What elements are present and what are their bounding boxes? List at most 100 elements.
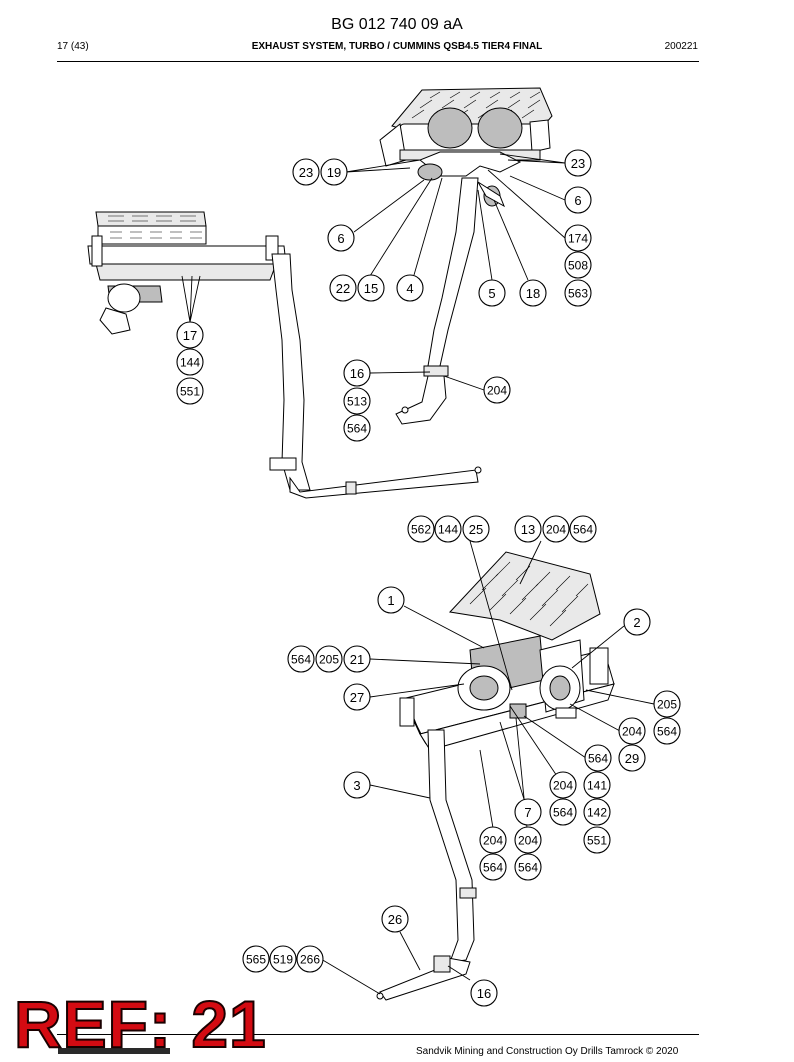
- callout-number: 26: [388, 912, 402, 927]
- callout-number: 21: [350, 652, 364, 667]
- callout-142: 142: [583, 798, 611, 826]
- callout-circle: [564, 279, 592, 307]
- callout-circle: [296, 945, 324, 973]
- callout-number: 4: [406, 281, 413, 296]
- callout-number: 266: [300, 953, 320, 967]
- callout-19: 19: [320, 158, 348, 186]
- lower-muffler-assembly: [399, 551, 615, 751]
- callout-563: 563: [564, 279, 592, 307]
- callout-circle: [549, 798, 577, 826]
- callout-1: 1: [377, 586, 405, 614]
- leader-lines: [181, 153, 655, 995]
- callout-number: 25: [469, 522, 483, 537]
- callout-circle: [653, 717, 681, 745]
- callout-number: 22: [336, 281, 350, 296]
- callout-6: 6: [327, 224, 355, 252]
- callout-204: 204: [618, 717, 646, 745]
- callout-number: 17: [183, 328, 197, 343]
- callout-number: 551: [587, 834, 607, 848]
- callout-number: 564: [588, 752, 608, 766]
- callout-551: 551: [583, 826, 611, 854]
- reference-stamp: REF: 21: [13, 986, 267, 1062]
- callout-circle: [569, 515, 597, 543]
- callout-circle: [315, 645, 343, 673]
- callout-circle: [542, 515, 570, 543]
- callout-number: 204: [487, 384, 507, 398]
- callout-number: 513: [347, 395, 367, 409]
- callout-3: 3: [343, 771, 371, 799]
- callout-circle: [176, 348, 204, 376]
- callout-141: 141: [583, 771, 611, 799]
- callout-25: 25: [462, 515, 490, 543]
- callout-27: 27: [343, 683, 371, 711]
- callout-number: 141: [587, 779, 607, 793]
- callout-circle: [583, 771, 611, 799]
- callout-number: 564: [483, 861, 503, 875]
- callout-174: 174: [564, 224, 592, 252]
- callout-circle: [478, 279, 506, 307]
- callout-204: 204: [542, 515, 570, 543]
- callout-circle: [483, 376, 511, 404]
- upper-muffler-assembly: [379, 87, 553, 207]
- callout-144: 144: [434, 515, 462, 543]
- callout-circle: [320, 158, 348, 186]
- callout-circle: [583, 798, 611, 826]
- upper-pipe: [395, 177, 505, 425]
- callout-564: 564: [653, 717, 681, 745]
- callout-number: 16: [477, 986, 491, 1001]
- callout-number: 29: [625, 751, 639, 766]
- callout-number: 205: [657, 698, 677, 712]
- callout-564: 564: [569, 515, 597, 543]
- callout-circle: [618, 717, 646, 745]
- callout-circle: [343, 414, 371, 442]
- callout-508: 508: [564, 251, 592, 279]
- callout-number: 204: [553, 779, 573, 793]
- callout-564: 564: [514, 853, 542, 881]
- callout-number: 508: [568, 259, 588, 273]
- header-rule: [57, 61, 699, 62]
- callout-551: 551: [176, 377, 204, 405]
- callout-circle: [479, 826, 507, 854]
- callout-204: 204: [514, 826, 542, 854]
- callout-circle: [618, 744, 646, 772]
- callout-circle: [343, 683, 371, 711]
- document-code: BG 012 740 09 aA: [331, 16, 463, 33]
- callout-number: 144: [180, 356, 200, 370]
- callout-circle: [343, 387, 371, 415]
- callout-18: 18: [519, 279, 547, 307]
- callout-22: 22: [329, 274, 357, 302]
- callout-number: 519: [273, 953, 293, 967]
- callout-17: 17: [176, 321, 204, 349]
- callout-number: 1: [387, 593, 394, 608]
- callout-519: 519: [269, 945, 297, 973]
- callout-5: 5: [478, 279, 506, 307]
- callout-number: 564: [553, 806, 573, 820]
- callout-circle: [623, 608, 651, 636]
- callout-circle: [242, 945, 270, 973]
- callout-number: 565: [246, 953, 266, 967]
- document-date: 200221: [664, 41, 698, 52]
- callout-number: 16: [350, 366, 364, 381]
- callout-564: 564: [343, 414, 371, 442]
- callout-number: 564: [291, 653, 311, 667]
- callout-circle: [269, 945, 297, 973]
- sandvik-logo: [58, 1048, 170, 1054]
- callout-number: 564: [657, 725, 677, 739]
- callout-number: 6: [574, 193, 581, 208]
- callout-6: 6: [564, 186, 592, 214]
- callout-16: 16: [470, 979, 498, 1007]
- callout-circle: [176, 377, 204, 405]
- callout-21: 21: [343, 645, 371, 673]
- callout-circle: [564, 149, 592, 177]
- callout-circle: [176, 321, 204, 349]
- callout-circle: [407, 515, 435, 543]
- callout-circle: [514, 798, 542, 826]
- callout-circle: [514, 826, 542, 854]
- callout-circle: [584, 744, 612, 772]
- callout-number: 142: [587, 806, 607, 820]
- callout-number: 6: [337, 231, 344, 246]
- callout-number: 3: [353, 778, 360, 793]
- callout-564: 564: [479, 853, 507, 881]
